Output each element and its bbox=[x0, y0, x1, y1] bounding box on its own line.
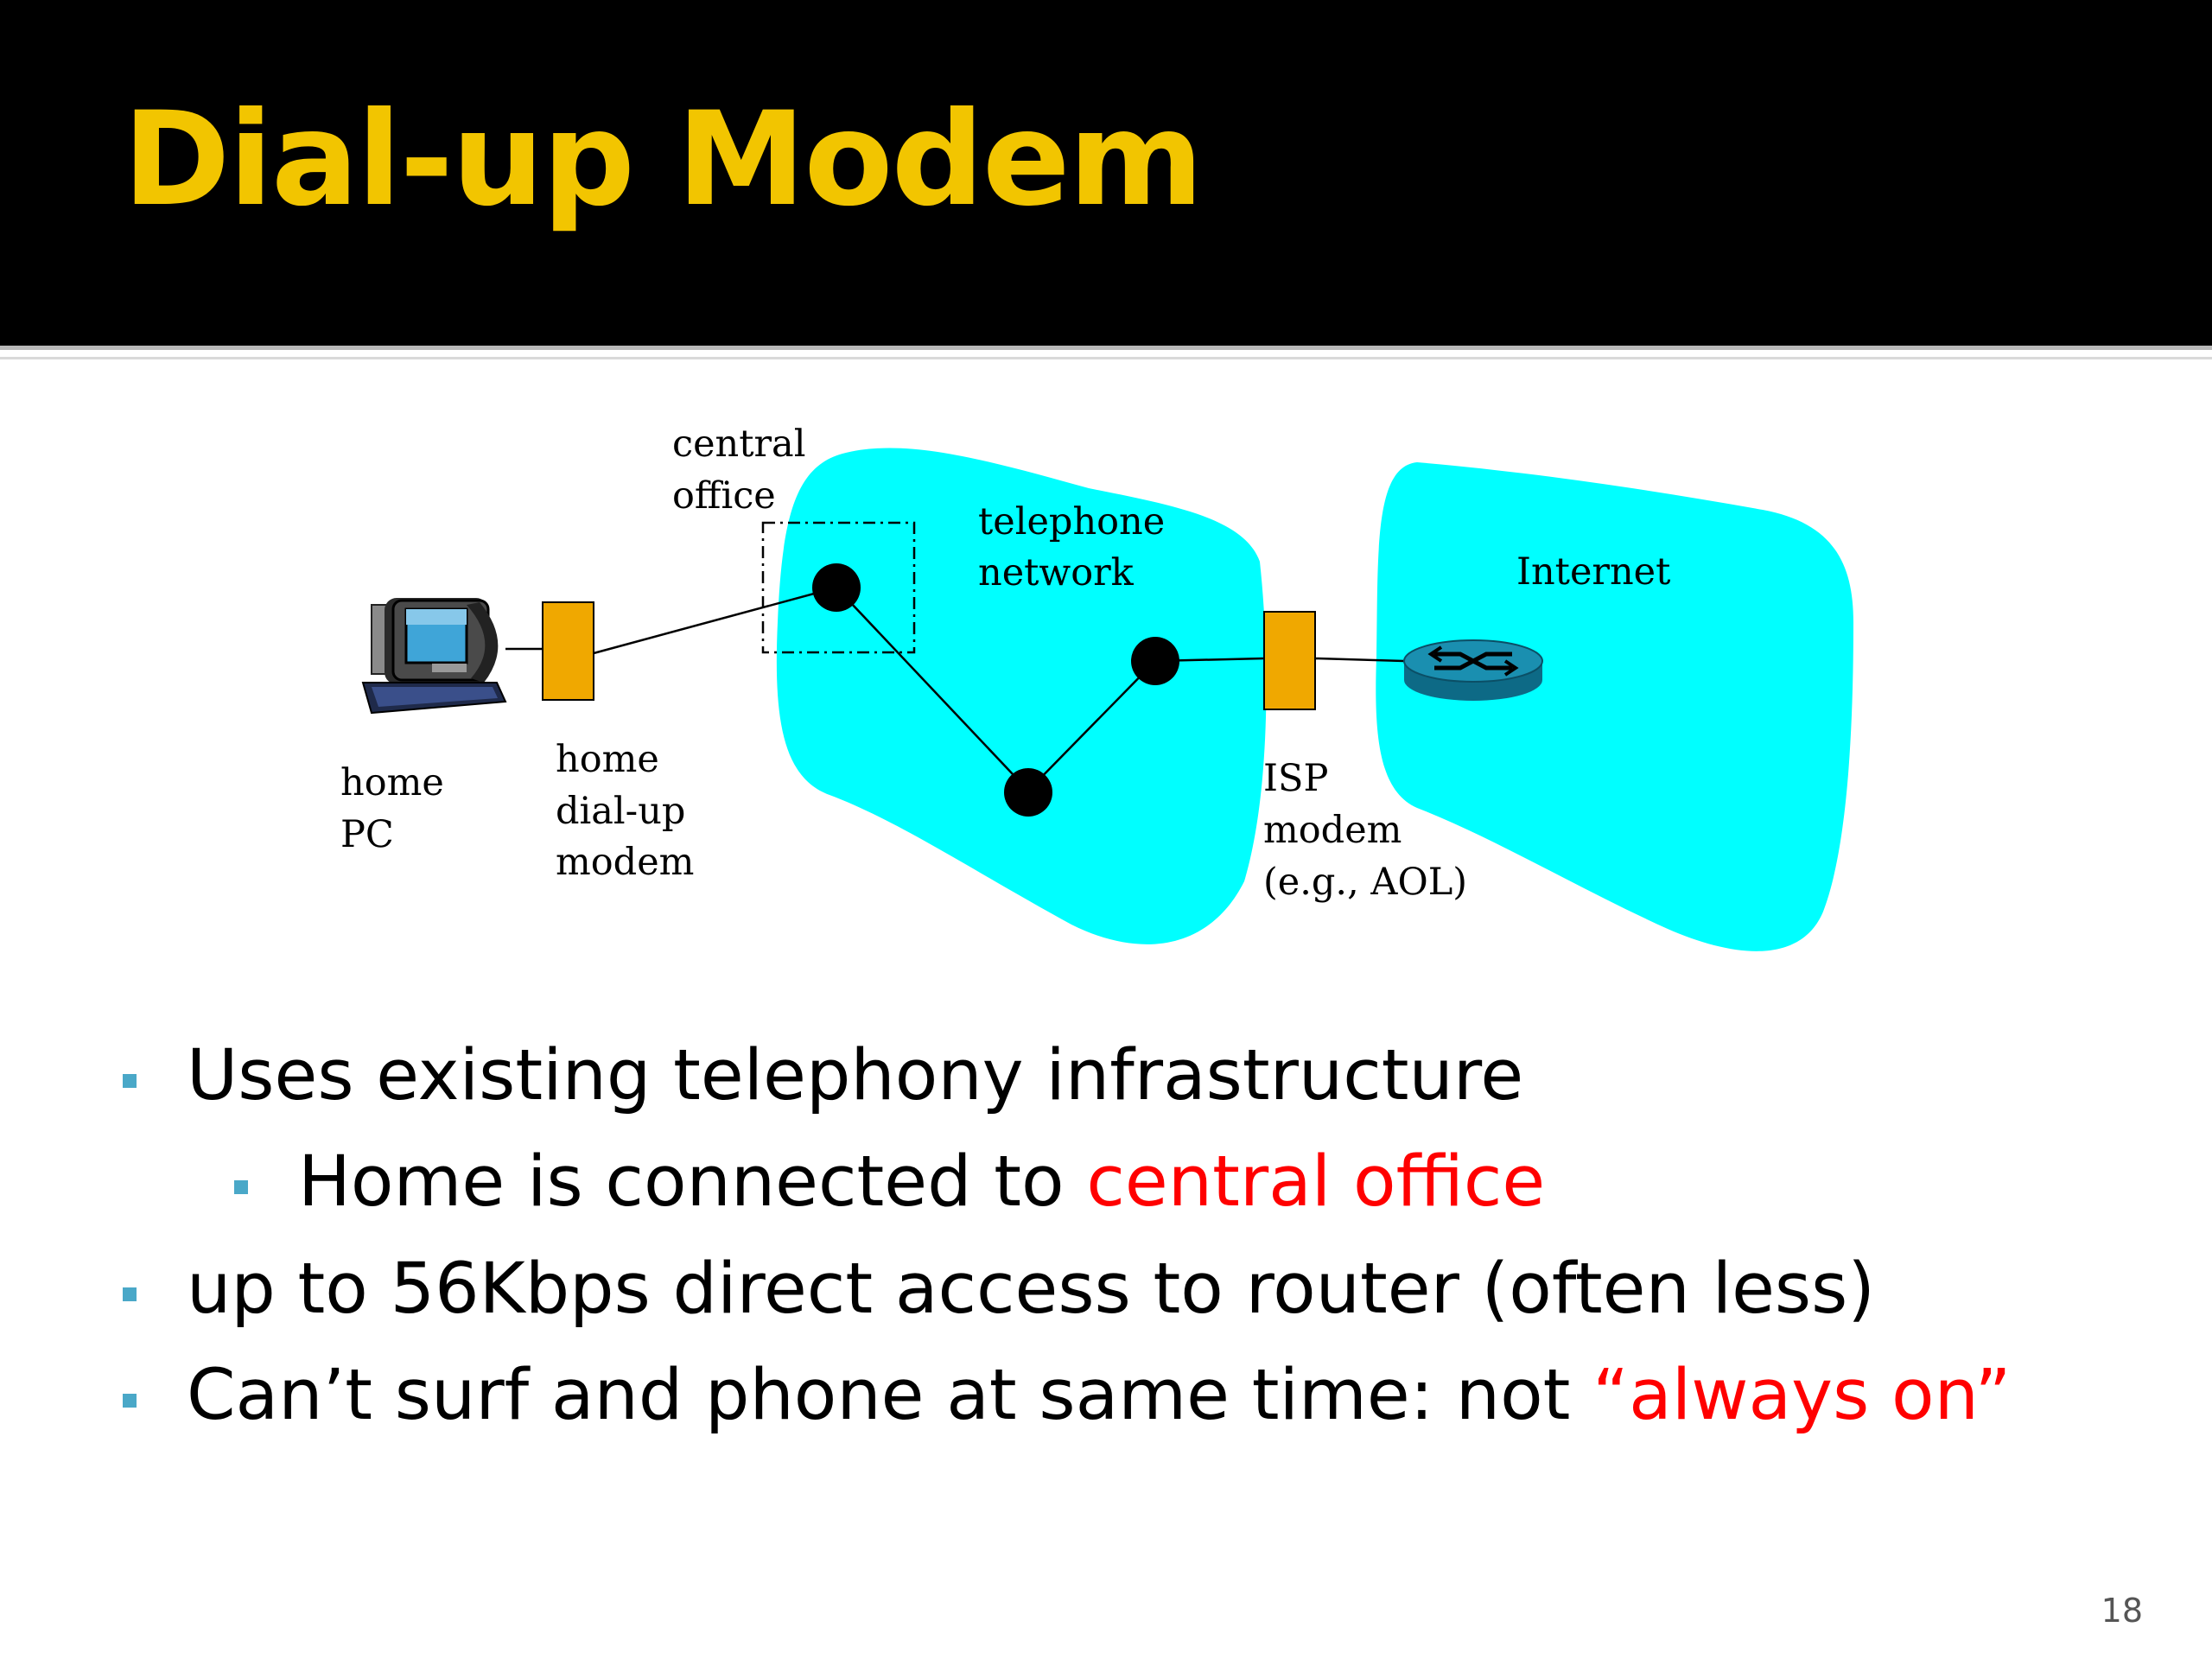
bullet-text: Can’t surf and phone at same time: not bbox=[187, 1355, 1593, 1436]
isp-modem-label: ISP modem (e.g., AOL) bbox=[1263, 757, 1467, 904]
bullet-marker-icon bbox=[234, 1180, 248, 1194]
link-isp-modem-router bbox=[1314, 657, 1405, 663]
telephone-switch-2 bbox=[1004, 768, 1052, 817]
telephone-network-label: telephone network bbox=[978, 500, 1177, 594]
bullet-marker-icon bbox=[123, 1074, 137, 1088]
home-dial-up-modem bbox=[542, 601, 594, 701]
telephone-network-cloud bbox=[776, 448, 1267, 944]
bullet-text: Home is connected to bbox=[298, 1141, 1087, 1223]
bullet-item: up to 56Kbps direct access to router (of… bbox=[123, 1255, 1875, 1325]
title-bar: Dial-up Modem bbox=[0, 0, 2212, 359]
internet-cloud bbox=[1376, 462, 1853, 951]
home-pc-icon bbox=[361, 598, 507, 715]
home-pc-label: home PC bbox=[340, 761, 455, 856]
slide-title: Dial-up Modem bbox=[123, 85, 1204, 235]
bullet-item: Uses existing telephony infrastructure bbox=[123, 1041, 1523, 1111]
telephone-switch-3 bbox=[1131, 637, 1179, 685]
title-divider bbox=[0, 346, 2212, 350]
router-icon bbox=[1403, 639, 1543, 701]
bullet-item: Can’t surf and phone at same time: not “… bbox=[123, 1361, 2011, 1431]
central-office-label: central office bbox=[672, 423, 817, 518]
link-switch1-switch2 bbox=[836, 587, 1029, 791]
link-home-modem-central-office bbox=[593, 586, 837, 655]
bullet-text: Uses existing telephony infrastructure bbox=[187, 1035, 1524, 1116]
page-number: 18 bbox=[2101, 1592, 2143, 1630]
isp-modem bbox=[1263, 611, 1316, 710]
bullet-text: up to 56Kbps direct access to router (of… bbox=[187, 1249, 1875, 1330]
bullet-marker-icon bbox=[123, 1394, 137, 1408]
home-modem-label: home dial-up modem bbox=[556, 738, 697, 884]
central-office-switch bbox=[812, 563, 861, 612]
bullet-marker-icon bbox=[123, 1287, 137, 1301]
central-office-box bbox=[761, 521, 916, 654]
bullet-item: Home is connected to central office bbox=[234, 1147, 1545, 1217]
link-switch2-switch3 bbox=[1027, 660, 1156, 791]
title-divider-secondary bbox=[0, 357, 2212, 359]
internet-label: Internet bbox=[1516, 550, 1670, 594]
bullet-highlight: central office bbox=[1086, 1141, 1546, 1223]
bullet-highlight: “always on” bbox=[1592, 1355, 2012, 1436]
